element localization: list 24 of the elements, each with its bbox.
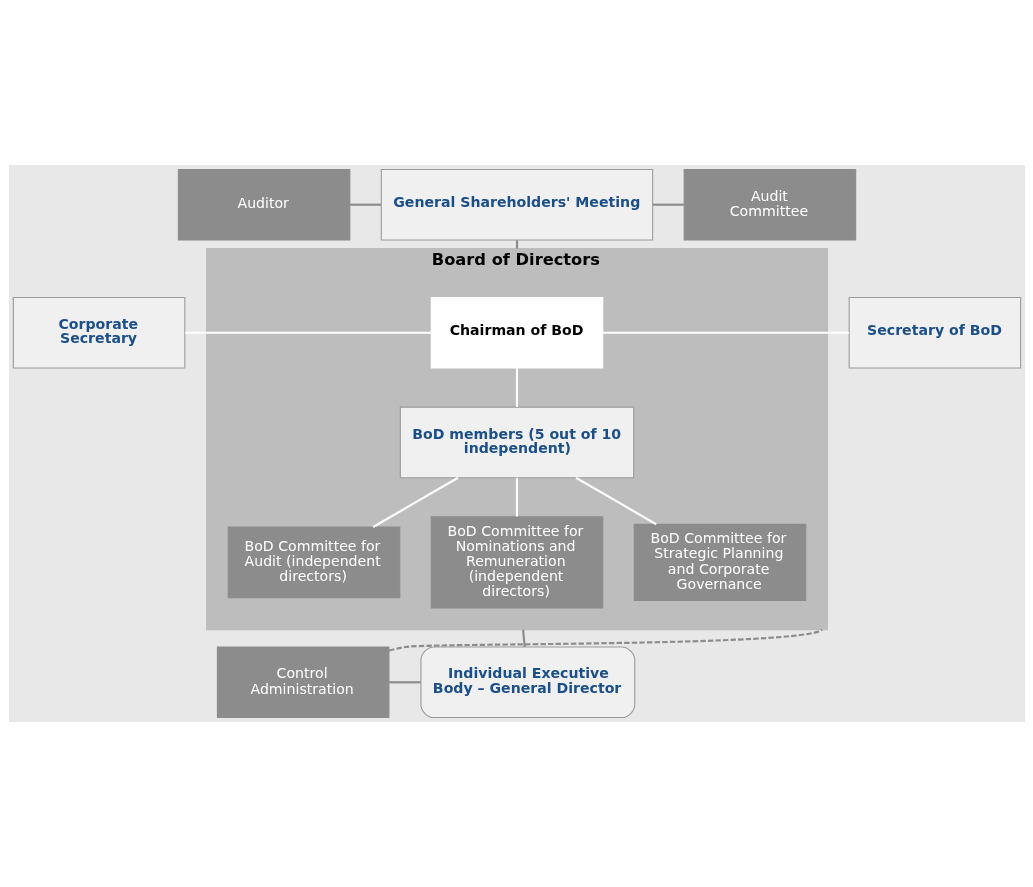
node-box: Audit Committee xyxy=(683,168,856,241)
node-box: BoD Committee for Nominations and Remuneration (independent directors) xyxy=(430,516,603,609)
connector xyxy=(515,477,518,517)
connector xyxy=(515,368,518,407)
connector xyxy=(349,203,381,206)
connector xyxy=(574,476,657,526)
connector xyxy=(602,331,849,334)
node-box: BoD Committee for Audit (independent directors) xyxy=(227,526,400,599)
connector xyxy=(521,629,526,648)
connector xyxy=(652,203,684,206)
node-box: Control Administration xyxy=(216,646,389,719)
node-box: Auditor xyxy=(177,168,350,241)
node-box: Corporate Secretary xyxy=(12,296,185,369)
node-box: Chairman of BoD xyxy=(430,296,603,369)
node-box: General Shareholders' Meeting xyxy=(380,168,653,241)
connector xyxy=(372,476,459,528)
connector xyxy=(388,628,822,652)
node-box: BoD members (5 out of 10 independent) xyxy=(399,406,634,479)
node-box: Individual Executive Body – General Director xyxy=(419,646,635,719)
node-box: Secretary of BoD xyxy=(848,296,1021,369)
connector xyxy=(184,331,431,334)
node-box: BoD Committee for Strategic Planning and Corporate Governance xyxy=(633,523,806,601)
connector xyxy=(388,681,421,684)
connector xyxy=(515,240,518,249)
